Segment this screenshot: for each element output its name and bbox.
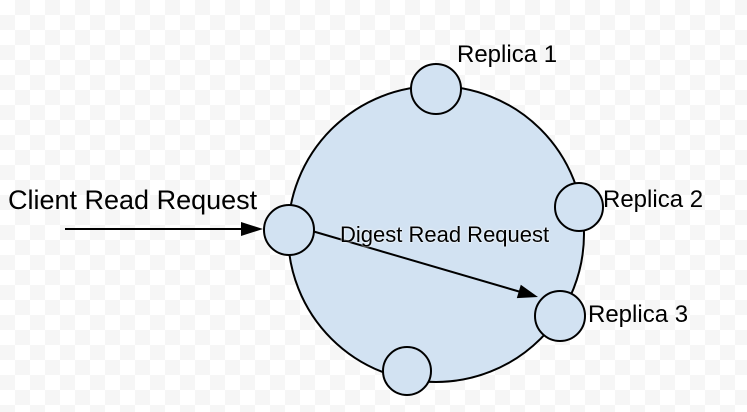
digest-read-arrowhead-icon <box>516 284 538 299</box>
replica-3-label: Replica 3 <box>588 301 689 328</box>
client-read-arrowhead-icon <box>241 222 263 236</box>
node-coordinator <box>263 204 315 256</box>
node-replica-1 <box>410 63 462 115</box>
node-replica-3 <box>534 290 586 342</box>
node-bottom <box>382 346 432 396</box>
client-read-request-label: Client Read Request <box>8 185 258 215</box>
digest-read-arrow-shaft <box>311 230 520 293</box>
replica-2-label: Replica 2 <box>603 186 704 213</box>
digest-read-arrow <box>311 230 538 299</box>
client-read-arrow <box>65 222 263 236</box>
replica-1-label: Replica 1 <box>457 41 558 68</box>
digest-read-request-label: Digest Read Request <box>340 222 550 247</box>
node-replica-2 <box>554 182 604 232</box>
